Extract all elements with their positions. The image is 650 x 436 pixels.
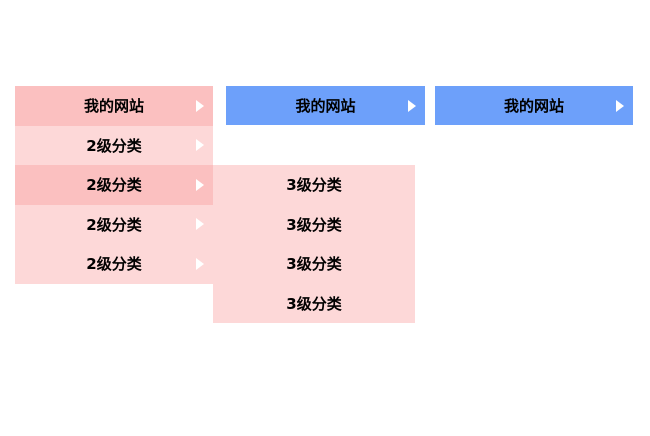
blue-menu-2: 我的网站	[435, 86, 633, 125]
arrow-right-icon	[196, 257, 204, 270]
arrow-right-icon	[196, 178, 204, 191]
pink-menu-item-4[interactable]: 2级分类	[15, 244, 213, 284]
menu-item-label: 2级分类	[86, 136, 142, 155]
pink-menu-item-1[interactable]: 2级分类	[15, 125, 213, 165]
menu-item-label: 2级分类	[86, 255, 142, 274]
arrow-right-icon	[196, 99, 204, 112]
pink-submenu-item-3[interactable]: 3级分类	[213, 244, 415, 284]
submenu-item-label: 3级分类	[286, 294, 342, 313]
arrow-right-icon	[408, 99, 416, 112]
menu-item-label: 2级分类	[86, 215, 142, 234]
pink-menu-item-2-hovered[interactable]: 2级分类	[15, 165, 213, 205]
pink-submenu-item-4[interactable]: 3级分类	[213, 283, 415, 323]
pink-submenu-item-1[interactable]: 3级分类	[213, 165, 415, 205]
pink-menu-header[interactable]: 我的网站	[15, 86, 213, 126]
blue-menu-2-header[interactable]: 我的网站	[435, 86, 633, 125]
blue-menu-1-header[interactable]: 我的网站	[226, 86, 425, 125]
menu-header-label: 我的网站	[83, 97, 144, 116]
menu-item-label: 2级分类	[86, 176, 142, 195]
submenu-item-label: 3级分类	[286, 255, 342, 274]
pink-menu: 我的网站 2级分类 2级分类 2级分类 2级分类	[15, 86, 213, 284]
submenu-item-label: 3级分类	[286, 215, 342, 234]
arrow-right-icon	[196, 139, 204, 152]
pink-menu-item-3[interactable]: 2级分类	[15, 204, 213, 244]
submenu-item-label: 3级分类	[286, 176, 342, 195]
blue-menu-1: 我的网站	[226, 86, 425, 125]
pink-submenu-item-2[interactable]: 3级分类	[213, 204, 415, 244]
pink-submenu: 3级分类 3级分类 3级分类 3级分类	[213, 165, 415, 323]
arrow-right-icon	[616, 99, 624, 112]
menu-header-label: 我的网站	[295, 97, 356, 115]
arrow-right-icon	[196, 218, 204, 231]
menu-header-label: 我的网站	[503, 97, 564, 115]
